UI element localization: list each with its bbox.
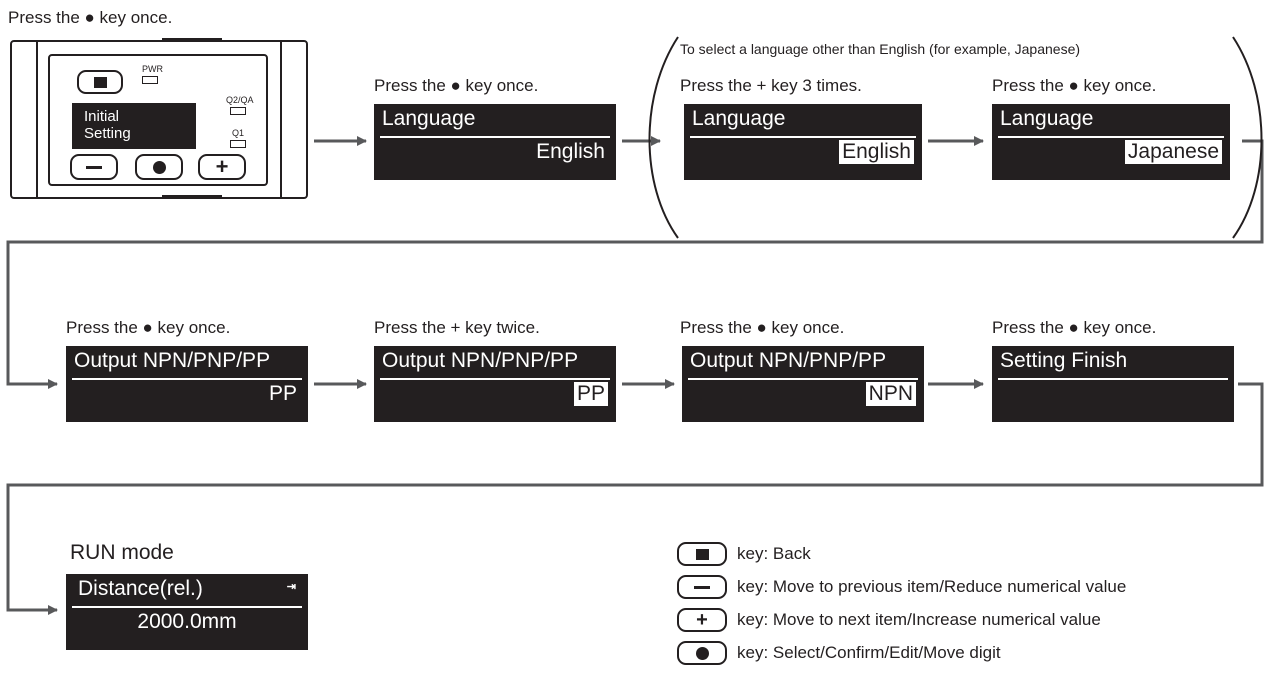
row1-step2-instruction: Press the + key 3 times. bbox=[680, 76, 862, 95]
row2-step1-instruction: Press the ● key once. bbox=[66, 318, 231, 337]
row2-step3-instruction: Press the ● key once. bbox=[680, 318, 845, 337]
left-parenthesis bbox=[648, 36, 679, 239]
circle-icon bbox=[152, 160, 166, 174]
legend-item: + key: Move to next item/Increase numeri… bbox=[677, 606, 1257, 632]
screen-value-selected: Japanese bbox=[1124, 140, 1222, 164]
row1-step3-instruction: Press the ● key once. bbox=[992, 76, 1157, 95]
legend-text: key: Select/Confirm/Edit/Move digit bbox=[737, 643, 1001, 662]
pwr-label: PWR bbox=[142, 64, 163, 74]
bracket-note: To select a language other than English … bbox=[680, 41, 1081, 57]
screen-divider bbox=[72, 606, 302, 608]
screen-title: Output NPN/PNP/PP bbox=[74, 349, 271, 372]
screen-value-selected: PP bbox=[573, 382, 608, 406]
legend-item: key: Back bbox=[677, 540, 1257, 566]
legend-text: key: Back bbox=[737, 544, 811, 563]
screen-title: Output NPN/PNP/PP bbox=[690, 349, 887, 372]
minus-key-icon bbox=[677, 575, 727, 599]
minus-key[interactable] bbox=[70, 154, 118, 180]
legend-text: key: Move to previous item/Reduce numeri… bbox=[737, 577, 1127, 596]
back-key[interactable] bbox=[77, 70, 123, 94]
display-line1: Initial bbox=[84, 108, 120, 125]
connector-row2-to-run bbox=[6, 382, 1264, 615]
pwr-led bbox=[142, 76, 158, 84]
screen-value-selected: English bbox=[839, 140, 914, 164]
device-display: Initial Setting bbox=[72, 103, 196, 149]
screen-title: Language bbox=[382, 107, 476, 130]
q2-label: Q2/QA bbox=[226, 95, 254, 105]
screen-value: English bbox=[536, 140, 605, 163]
screen-setting-finish: Setting Finish bbox=[992, 346, 1234, 422]
screen-output-pp-selected: Output NPN/PNP/PP PP bbox=[374, 346, 616, 422]
screen-divider bbox=[998, 378, 1228, 380]
screen-title: Setting Finish bbox=[1000, 349, 1128, 372]
plus-icon: + bbox=[215, 154, 229, 179]
row2-step2-instruction: Press the + key twice. bbox=[374, 318, 540, 337]
minus-icon bbox=[86, 165, 102, 169]
screen-language-japanese: Language Japanese bbox=[992, 104, 1230, 180]
screen-value: 2000.0mm bbox=[137, 610, 237, 633]
legend-item: key: Select/Confirm/Edit/Move digit bbox=[677, 639, 1257, 665]
screen-title: Language bbox=[692, 107, 786, 130]
row2-step4-instruction: Press the ● key once. bbox=[992, 318, 1157, 337]
run-mode-label: RUN mode bbox=[70, 541, 174, 564]
screen-output-npn: Output NPN/PNP/PP NPN bbox=[682, 346, 924, 422]
device-panel: PWR Q2/QA Q1 Initial Setting + bbox=[48, 54, 268, 186]
screen-title: Output NPN/PNP/PP bbox=[382, 349, 579, 372]
screen-title: Distance(rel.) bbox=[78, 577, 203, 600]
select-key[interactable] bbox=[135, 154, 183, 180]
screen-output-pp: Output NPN/PNP/PP PP bbox=[66, 346, 308, 422]
legend-text: key: Move to next item/Increase numerica… bbox=[737, 610, 1101, 629]
screen-divider bbox=[72, 378, 302, 380]
screen-title: Language bbox=[1000, 107, 1094, 130]
right-parenthesis bbox=[1232, 36, 1263, 239]
square-key-icon bbox=[677, 542, 727, 566]
display-line2: Setting bbox=[84, 125, 131, 142]
screen-divider bbox=[690, 136, 916, 138]
connector-row1-to-row2 bbox=[6, 139, 1264, 389]
square-icon bbox=[93, 76, 107, 88]
circle-key-icon bbox=[677, 641, 727, 665]
screen-language-english-selected: Language English bbox=[684, 104, 922, 180]
sensor-device: PWR Q2/QA Q1 Initial Setting + bbox=[10, 38, 308, 199]
key-legend: key: Back key: Move to previous item/Red… bbox=[677, 540, 1257, 690]
device-instruction: Press the ● key once. bbox=[8, 8, 173, 27]
screen-divider bbox=[688, 378, 918, 380]
plus-key-icon: + bbox=[677, 608, 727, 632]
q1-label: Q1 bbox=[232, 128, 245, 138]
q1-led bbox=[230, 140, 246, 148]
screen-run-mode: Distance(rel.) ⇥ 2000.0mm bbox=[66, 574, 308, 650]
plus-key[interactable]: + bbox=[198, 154, 246, 180]
legend-item: key: Move to previous item/Reduce numeri… bbox=[677, 573, 1257, 599]
q2-led bbox=[230, 107, 246, 115]
screen-value-selected: NPN bbox=[865, 382, 916, 406]
screen-divider bbox=[998, 136, 1224, 138]
screen-language-english: Language English bbox=[374, 104, 616, 180]
arrow-to-bar-icon: ⇥ bbox=[286, 581, 296, 593]
screen-divider bbox=[380, 378, 610, 380]
screen-divider bbox=[380, 136, 610, 138]
screen-value: PP bbox=[268, 382, 297, 405]
row1-step1-instruction: Press the ● key once. bbox=[374, 76, 539, 95]
